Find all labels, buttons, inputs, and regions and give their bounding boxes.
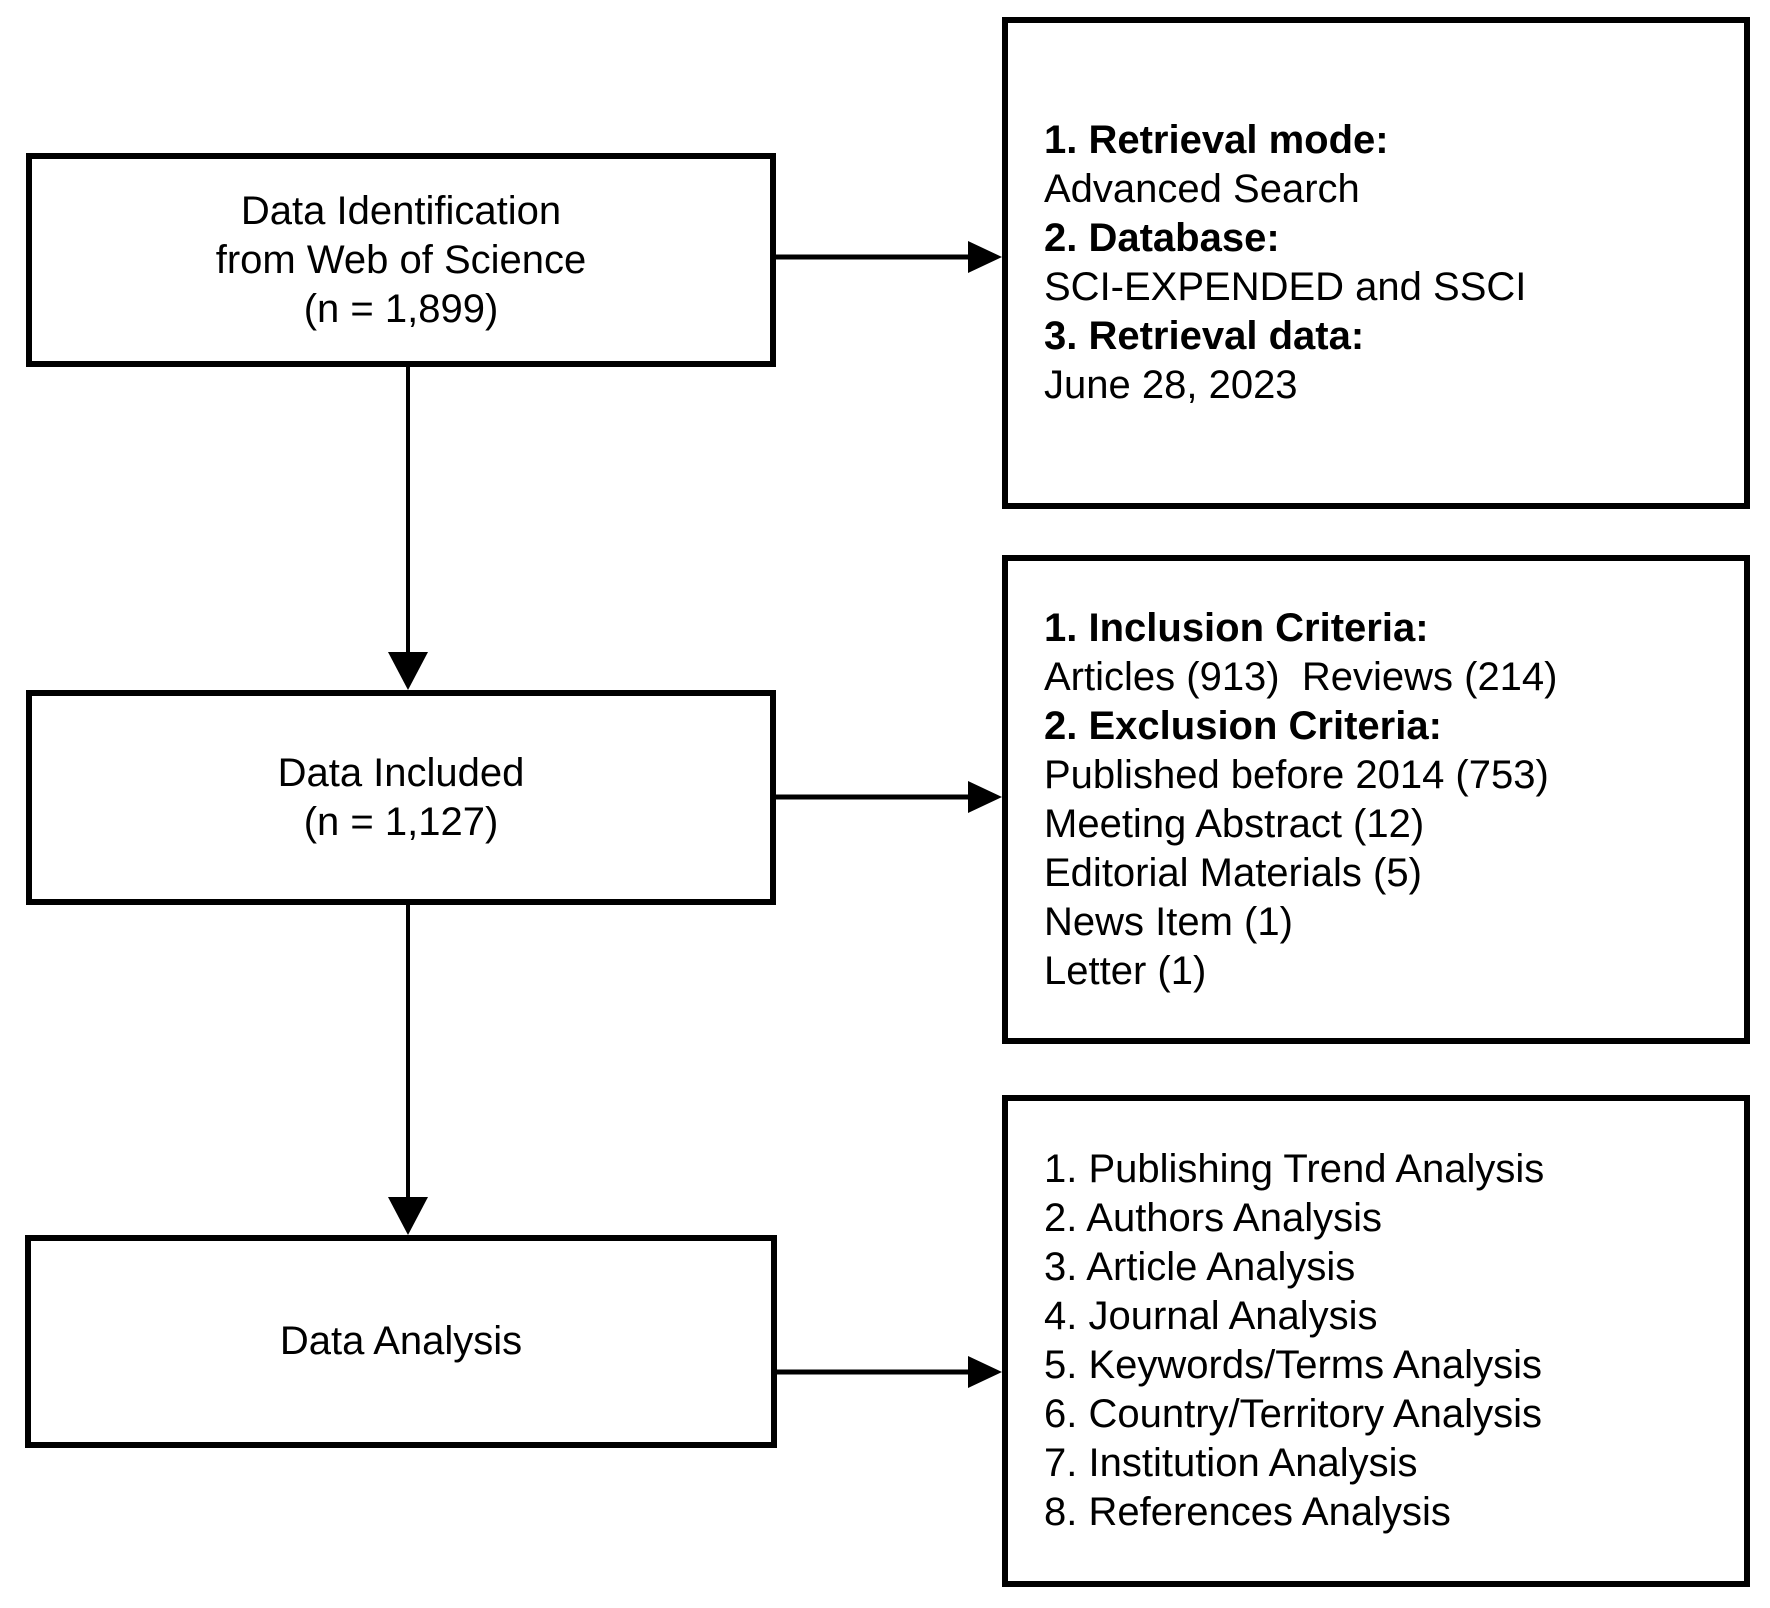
box-text-line: Data Identification (240, 188, 562, 233)
arrow-identification-to-included (388, 367, 428, 690)
box-text-line: 1. Retrieval mode: (1044, 118, 1389, 162)
box-text-line: 6. Country/Territory Analysis (1044, 1392, 1542, 1436)
flow-box-data-analysis: Data Analysis (25, 1235, 777, 1448)
box-text-line: Editorial Materials (5) (1044, 850, 1422, 895)
box-text-line: Articles (913) Reviews (214) (1044, 654, 1558, 699)
arrow-analysis-to-steps (776, 1356, 1002, 1388)
box-text-line: 2. Database: (1044, 216, 1280, 260)
flow-box-inclusion-exclusion-criteria: 1. Inclusion Criteria: Articles (913) Re… (1002, 555, 1750, 1044)
box-text-line: June 28, 2023 (1044, 363, 1298, 407)
flow-box-retrieval-details: 1. Retrieval mode: Advanced Search 2. Da… (1002, 17, 1750, 509)
box-text-line: 4. Journal Analysis (1044, 1294, 1378, 1338)
box-text-line: (n = 1,899) (303, 286, 499, 331)
box-text-line: Published before 2014 (753) (1044, 752, 1549, 797)
box-text-line: 5. Keywords/Terms Analysis (1044, 1343, 1542, 1387)
box-text-line: Advanced Search (1044, 167, 1360, 211)
flow-box-data-included: Data Included (n = 1,127) (26, 690, 776, 905)
box-text-line: 3. Article Analysis (1044, 1245, 1356, 1289)
box-text-line: 7. Institution Analysis (1044, 1441, 1418, 1485)
box-text-line: 2. Authors Analysis (1044, 1196, 1382, 1240)
arrow-identification-to-retrieval-details (776, 241, 1002, 273)
box-text-line: from Web of Science (215, 237, 587, 282)
box-text-line: 2. Exclusion Criteria: (1044, 703, 1442, 748)
box-text-line: SCI-EXPENDED and SSCI (1044, 265, 1527, 309)
box-text-line: 8. References Analysis (1044, 1490, 1451, 1534)
box-text-line: Letter (1) (1044, 948, 1207, 993)
box-text-line: News Item (1) (1044, 899, 1293, 944)
arrow-included-to-criteria (776, 781, 1002, 813)
box-text-line: Data Included (277, 750, 525, 795)
box-text-line: 1. Publishing Trend Analysis (1044, 1147, 1545, 1191)
box-text-line: (n = 1,127) (303, 799, 499, 844)
flow-box-analysis-steps: 1. Publishing Trend Analysis 2. Authors … (1002, 1095, 1750, 1587)
flow-box-data-identification: Data Identification from Web of Science … (26, 153, 776, 367)
arrow-included-to-analysis (388, 905, 428, 1235)
box-text-line: Meeting Abstract (12) (1044, 801, 1425, 846)
box-text-line: 1. Inclusion Criteria: (1044, 605, 1429, 650)
box-text-line: Data Analysis (279, 1319, 523, 1363)
box-text-line: 3. Retrieval data: (1044, 314, 1365, 358)
